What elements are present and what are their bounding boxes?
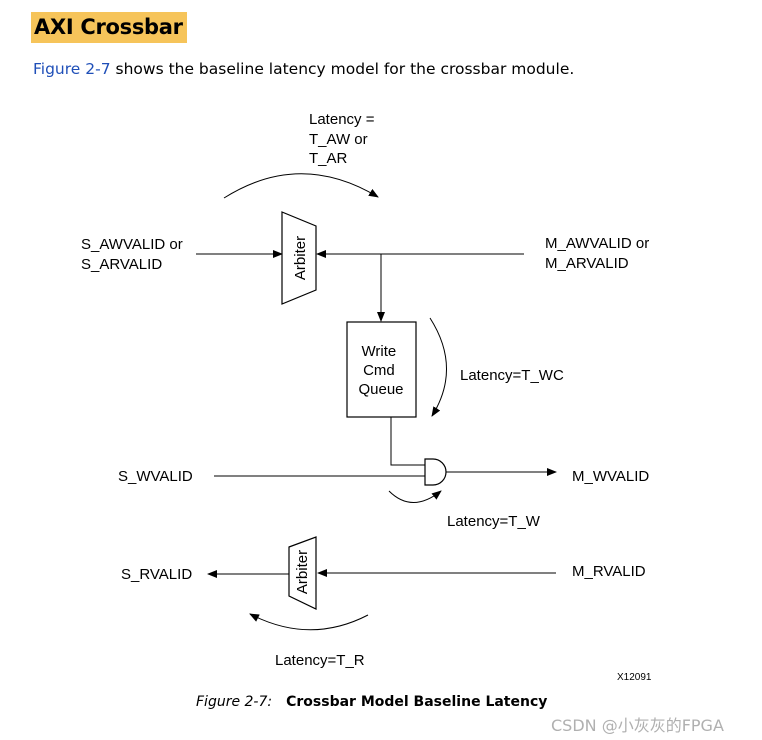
latency-w-arc xyxy=(388,490,442,503)
and-gate xyxy=(424,458,447,486)
m-rvalid-label: M_RVALID xyxy=(572,563,646,580)
latency-diagram: Latency = T_AW or T_AR S_AWVALID or S_AR… xyxy=(81,111,653,683)
arbiter-top-label: Arbiter xyxy=(292,236,309,280)
latency-wc-label: Latency=T_WC xyxy=(460,367,564,384)
m-wvalid-label: M_WVALID xyxy=(572,468,649,485)
latency-wc-arc xyxy=(429,317,447,417)
latency-aw-ar-label: Latency = T_AW or T_AR xyxy=(309,111,379,167)
watermark: CSDN @小灰灰的FPGA xyxy=(551,716,724,735)
arbiter-top-shape xyxy=(281,211,317,305)
intro-paragraph: Figure 2-7 shows the baseline latency mo… xyxy=(33,60,574,78)
caption-figure-number: Figure 2-7: xyxy=(196,694,273,710)
write-cmd-queue-label: Write Cmd Queue xyxy=(358,343,403,398)
s-rvalid-label: S_RVALID xyxy=(121,566,192,583)
page-heading: AXI Crossbar xyxy=(34,15,183,39)
arbiter-bottom-shape xyxy=(288,536,317,610)
m-aw-ar-valid-label: M_AWVALID or M_ARVALID xyxy=(545,235,653,272)
caption-title: Crossbar Model Baseline Latency xyxy=(286,694,548,710)
arbiter-bottom-label: Arbiter xyxy=(294,550,311,594)
figure-id: X12091 xyxy=(617,672,652,683)
figure-caption: Figure 2-7: Crossbar Model Baseline Laten… xyxy=(196,694,547,710)
intro-text: shows the baseline latency model for the… xyxy=(110,60,575,78)
latency-r-label: Latency=T_R xyxy=(275,652,365,669)
wcq-output-wire xyxy=(390,417,425,466)
latency-w-label: Latency=T_W xyxy=(447,513,541,530)
latency-r-arc xyxy=(249,613,369,631)
write-cmd-queue-box xyxy=(346,321,417,418)
s-wvalid-label: S_WVALID xyxy=(118,468,193,485)
latency-aw-ar-arc xyxy=(223,173,379,199)
heading-highlight: AXI Crossbar xyxy=(31,12,187,43)
s-aw-ar-valid-label: S_AWVALID or S_ARVALID xyxy=(81,236,187,273)
figure-link[interactable]: Figure 2-7 xyxy=(33,60,111,78)
